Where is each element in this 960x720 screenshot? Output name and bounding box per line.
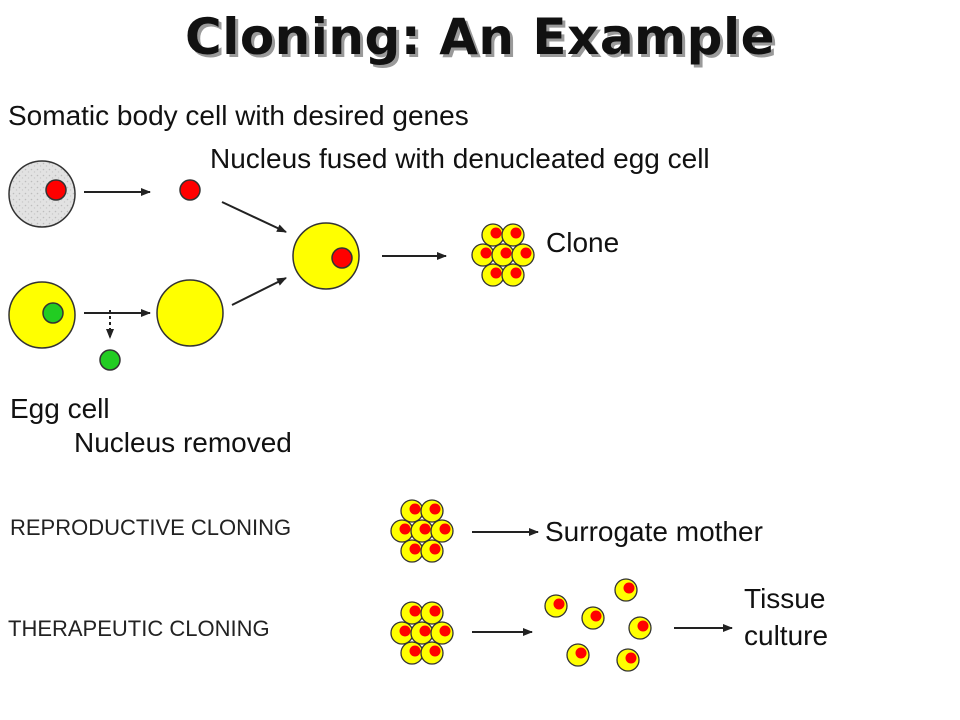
embryo-cell	[430, 519, 454, 543]
denucleated-egg	[156, 279, 224, 347]
therapeutic-cell-cluster	[390, 601, 454, 665]
embryo-cell	[481, 223, 505, 247]
therapeutic-cloning-label: THERAPEUTIC CLONING	[8, 616, 270, 641]
dispersed-cell	[614, 578, 638, 602]
embryo-cell	[420, 499, 444, 523]
reproductive-cloning-label: REPRODUCTIVE CLONING	[10, 515, 292, 540]
embryo-cell	[390, 519, 414, 543]
tissue-culture-label-line2: culture	[744, 620, 829, 651]
dispersed-cells	[544, 578, 652, 672]
reproductive-cell-cluster	[390, 499, 454, 563]
clone-label: Clone	[546, 227, 620, 258]
dispersed-cell	[616, 648, 640, 672]
embryo-cell	[430, 621, 454, 645]
dispersed-cell	[628, 616, 652, 640]
embryo-cell	[481, 263, 505, 287]
removed-nucleus	[99, 349, 121, 371]
dispersed-cell	[544, 594, 568, 618]
somatic-cell	[8, 160, 76, 228]
fused-cell	[292, 222, 360, 290]
embryo-cell	[420, 601, 444, 625]
embryo-cell	[410, 621, 434, 645]
nucleus-removed-label: Nucleus removed	[74, 427, 292, 458]
slide-title: Cloning: An Example	[185, 8, 775, 66]
somatic-nucleus	[45, 179, 67, 201]
egg-cell-label: Egg cell	[10, 393, 110, 424]
extracted-nucleus	[179, 179, 201, 201]
arrow-egg-to-fusion	[231, 277, 287, 306]
embryo-cell	[420, 641, 444, 665]
embryo-cell	[471, 243, 495, 267]
egg-nucleus	[42, 302, 64, 324]
clone-cluster	[471, 223, 535, 287]
dispersed-cell	[566, 643, 590, 667]
embryo-cell	[501, 263, 525, 287]
fused-label: Nucleus fused with denucleated egg cell	[210, 143, 710, 174]
tissue-culture-label-line1: Tissue	[744, 583, 826, 614]
embryo-cell	[420, 539, 444, 563]
surrogate-mother-label: Surrogate mother	[545, 516, 763, 547]
embryo-cell	[400, 641, 424, 665]
somatic-cell-label: Somatic body cell with desired genes	[8, 100, 469, 131]
embryo-cell	[400, 499, 424, 523]
arrow-nucleus-to-fusion	[221, 201, 287, 233]
embryo-cell	[511, 243, 535, 267]
embryo-cell	[400, 601, 424, 625]
embryo-cell	[390, 621, 414, 645]
embryo-cell	[501, 223, 525, 247]
embryo-cell	[400, 539, 424, 563]
egg-cell	[8, 281, 76, 349]
embryo-cell	[491, 243, 515, 267]
embryo-cell	[410, 519, 434, 543]
dispersed-cell	[581, 606, 605, 630]
